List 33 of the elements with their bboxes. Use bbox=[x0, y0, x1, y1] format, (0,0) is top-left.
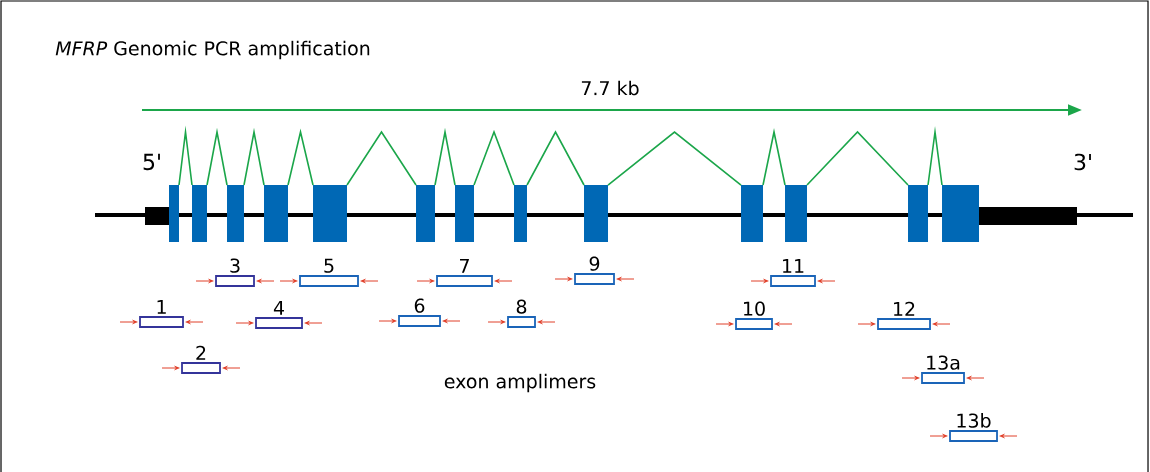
node-label: 10 bbox=[744, 301, 765, 316]
title: MFRP Genomic PCR amplification bbox=[55, 40, 370, 60]
amplimer-box: 4 bbox=[255, 300, 303, 329]
amplimer-box: 13b bbox=[949, 413, 998, 442]
node-label: 8 bbox=[516, 299, 527, 314]
node-label: 13b bbox=[957, 413, 991, 428]
node-label: 7 bbox=[460, 258, 469, 273]
amplimer-box: 1 bbox=[139, 299, 184, 328]
node-label: 4 bbox=[273, 300, 284, 315]
amplimer-box: 6 bbox=[398, 298, 441, 327]
text-label: exon amplimers bbox=[444, 373, 596, 393]
text-label: 7.7 kb bbox=[581, 80, 639, 96]
node-label: 9 bbox=[589, 256, 600, 271]
amplimer-box: 7 bbox=[436, 258, 493, 287]
amplimer-box: 11 bbox=[770, 258, 816, 287]
node-label: 2 bbox=[196, 345, 206, 360]
text-label: 3' bbox=[1074, 153, 1091, 171]
amplimer-box: 8 bbox=[507, 299, 536, 328]
amplimer-box: 13a bbox=[921, 355, 965, 384]
amplimer-box: 10 bbox=[735, 301, 773, 330]
node-label: 1 bbox=[157, 299, 166, 314]
amplimer-box: 5 bbox=[299, 258, 359, 287]
node-label: 6 bbox=[414, 298, 425, 313]
node-label: 13a bbox=[927, 355, 960, 370]
node-label: 12 bbox=[894, 301, 915, 316]
node-label: 11 bbox=[783, 258, 804, 273]
amplimer-box: 12 bbox=[877, 301, 931, 330]
text-label: 5' bbox=[143, 153, 160, 171]
amplimer-box: 3 bbox=[215, 258, 255, 287]
amplimer-box: 9 bbox=[574, 256, 615, 285]
node-label: 3 bbox=[230, 258, 240, 273]
node-label: 5 bbox=[324, 258, 334, 273]
amplimer-box: 2 bbox=[181, 345, 221, 374]
